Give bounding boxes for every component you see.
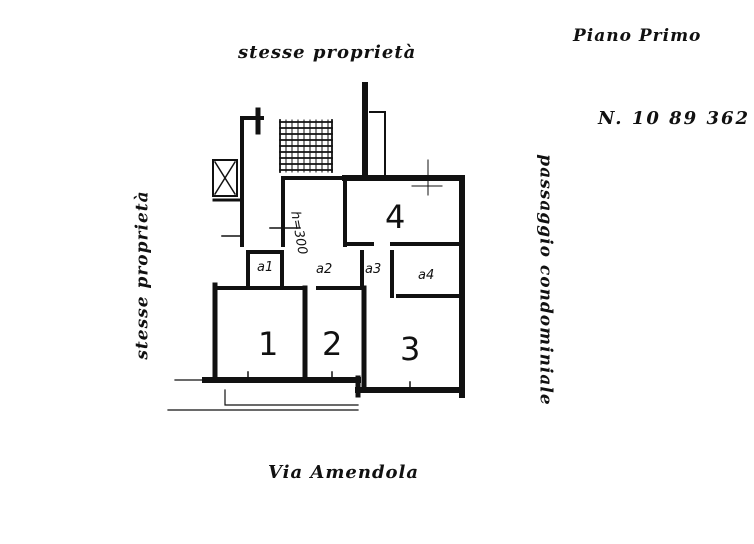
room-4-label: 4 (385, 198, 406, 236)
window-box (212, 159, 238, 197)
street-label: Via Amendola (268, 462, 420, 483)
floor-label: Piano Primo (573, 26, 702, 46)
left-neighbor-label: stesse proprietà (132, 190, 153, 360)
room-a1-label: a1 (257, 260, 274, 275)
top-neighbor-label: stesse proprietà (238, 42, 417, 63)
wall-a2-a3 (360, 250, 394, 298)
room-1-label: 1 (258, 325, 279, 363)
stair-treads (279, 119, 333, 173)
right-corridor-label: passaggio condominiale (535, 154, 556, 406)
room-a2-label: a2 (316, 262, 333, 277)
room-a3-label: a3 (365, 262, 382, 277)
wall-a1 (246, 250, 284, 290)
document-number: N. 10 89 362 (598, 108, 751, 129)
room-3-label: 3 (400, 330, 421, 368)
wall-bottom-right (355, 387, 465, 398)
sidewalk (167, 389, 359, 411)
room-a4-label: a4 (418, 268, 435, 283)
room-2-label: 2 (322, 325, 343, 363)
